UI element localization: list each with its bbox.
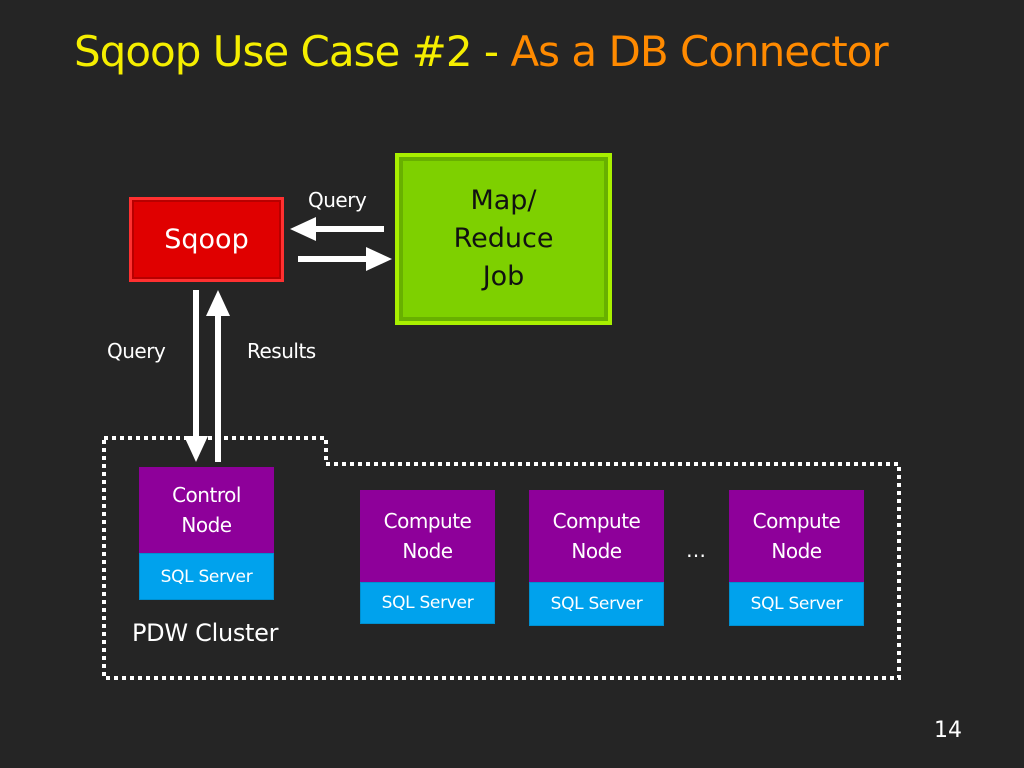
control-node: Control Node SQL Server: [139, 467, 274, 600]
mapreduce-line3: Job: [482, 261, 525, 292]
slide-title: Sqoop Use Case #2 - As a DB Connector: [74, 24, 889, 80]
compute-node: Compute Node SQL Server: [529, 490, 664, 626]
results-label: Results: [247, 339, 316, 363]
compute-node-line2: Node: [771, 539, 822, 563]
title-part1: Sqoop Use Case #2 -: [74, 27, 511, 76]
compute-node-sqlserver: SQL Server: [360, 582, 495, 624]
compute-node-sqlserver: SQL Server: [529, 582, 664, 626]
compute-node-line2: Node: [402, 539, 453, 563]
compute-node-line2: Node: [571, 539, 622, 563]
control-node-line2: Node: [181, 513, 232, 537]
arrow-results-to-mapreduce: [298, 247, 392, 271]
control-node-sqlserver: SQL Server: [139, 553, 274, 600]
compute-node-line1: Compute: [552, 509, 641, 533]
compute-node-sqlserver: SQL Server: [729, 582, 864, 626]
page-number: 14: [934, 718, 962, 743]
more-nodes-ellipsis: …: [686, 538, 707, 562]
pdw-cluster-label: PDW Cluster: [132, 619, 279, 647]
compute-node-line1: Compute: [383, 509, 472, 533]
mapreduce-line1: Map/: [470, 185, 537, 216]
compute-node-title: Compute Node: [729, 490, 864, 582]
sqoop-box: Sqoop: [129, 197, 284, 282]
arrow-query-to-sqoop: [290, 217, 384, 241]
compute-node-line1: Compute: [752, 509, 841, 533]
arrow-results-up: [206, 290, 230, 462]
compute-node-title: Compute Node: [529, 490, 664, 582]
compute-node: Compute Node SQL Server: [360, 490, 495, 624]
sqoop-label: Sqoop: [164, 224, 249, 255]
mapreduce-line2: Reduce: [453, 223, 554, 254]
title-part2: As a DB Connector: [510, 27, 888, 76]
compute-node: Compute Node SQL Server: [729, 490, 864, 626]
query-top-label: Query: [308, 188, 367, 212]
mapreduce-job-box: Map/ Reduce Job: [395, 153, 612, 325]
arrow-query-down: [184, 290, 208, 462]
query-left-label: Query: [107, 339, 166, 363]
control-node-line1: Control: [172, 483, 241, 507]
compute-node-title: Compute Node: [360, 490, 495, 582]
control-node-title: Control Node: [139, 467, 274, 553]
